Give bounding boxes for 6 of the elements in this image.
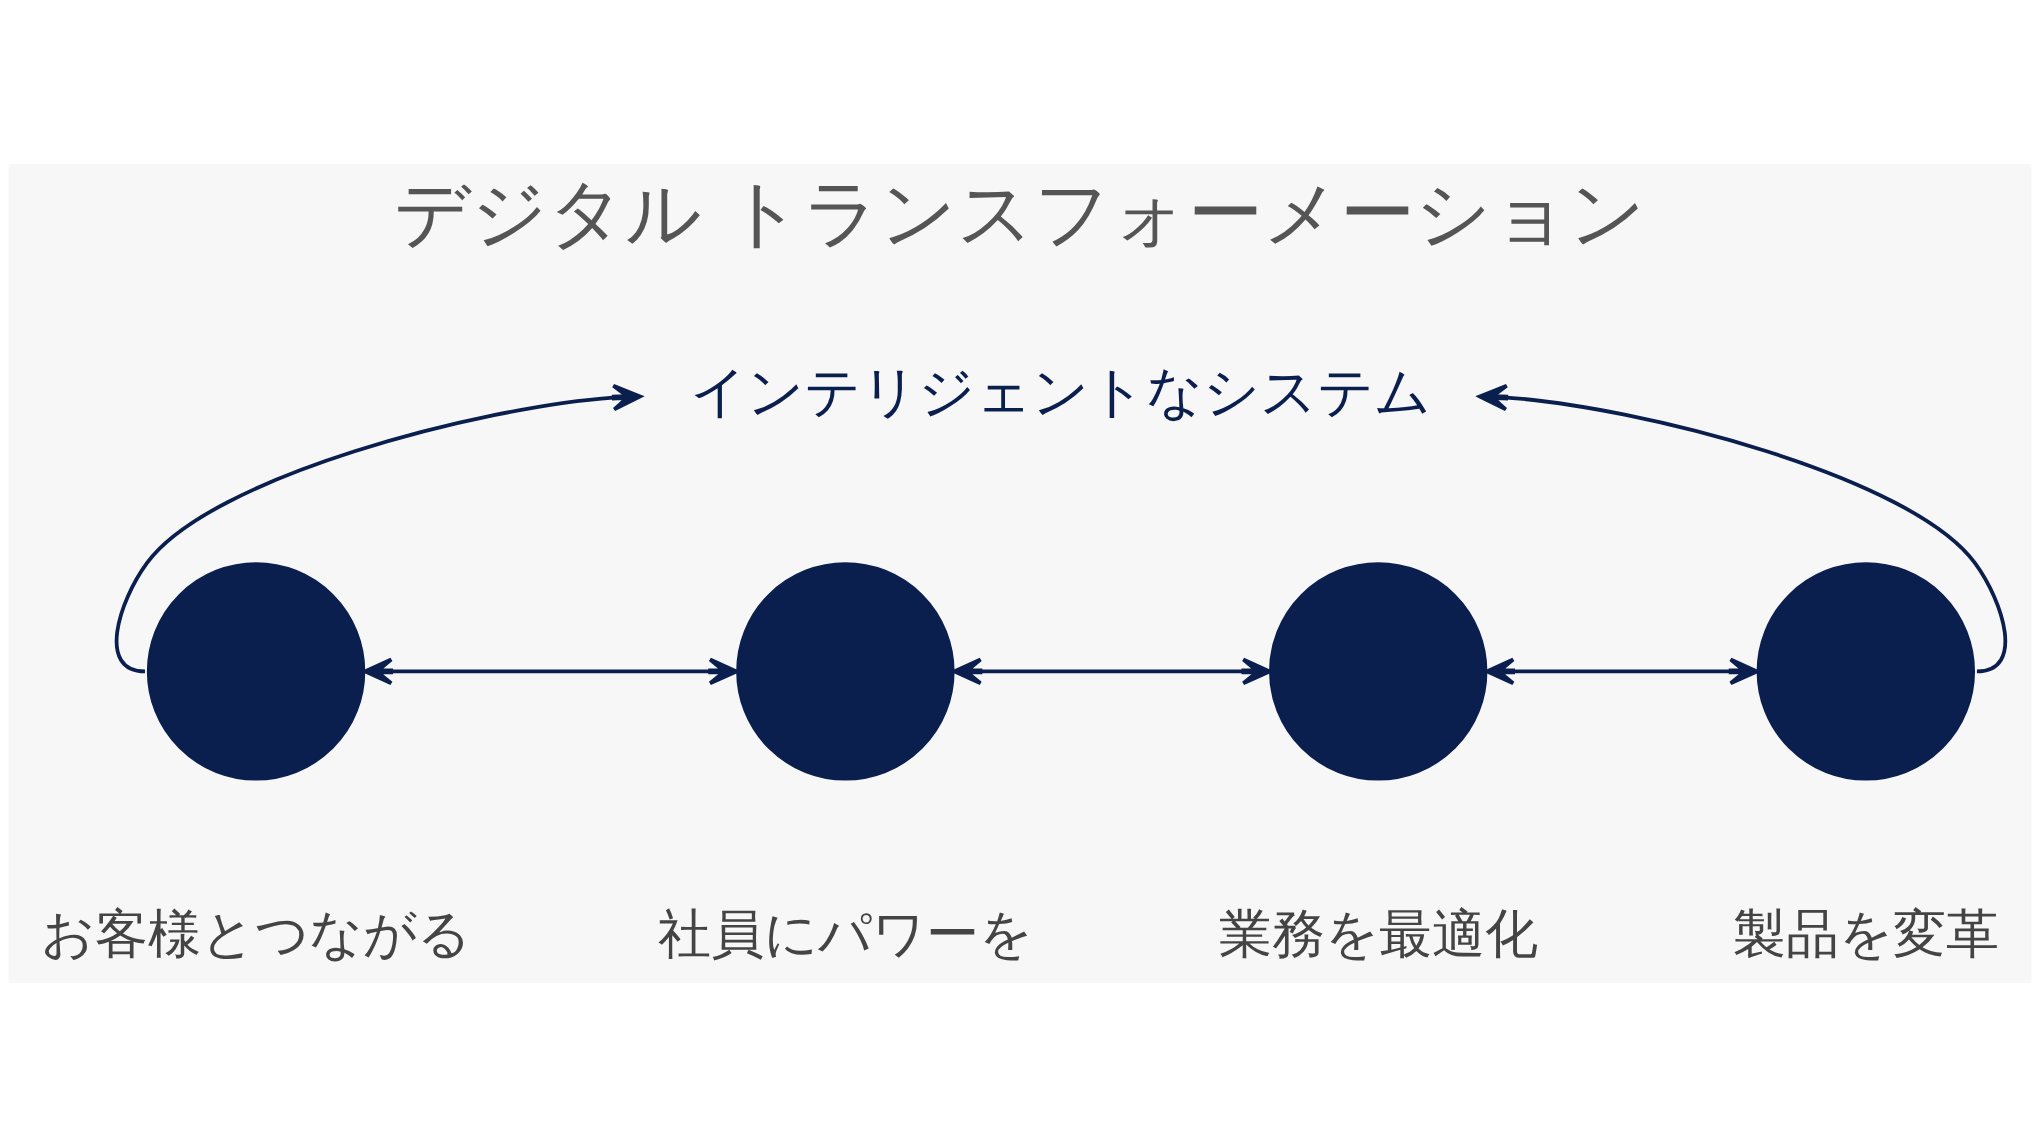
node-label: 業務を最適化 — [1218, 902, 1538, 964]
node-text: インテリジェントなシステム — [689, 358, 1431, 424]
node-label: お客様とつながる — [41, 902, 472, 964]
node-label: 製品を変革 — [1732, 902, 1999, 964]
node-label: 社員にパワーを — [657, 902, 1033, 964]
diagram-title: デジタル トランスフォーメーション — [394, 169, 1646, 258]
